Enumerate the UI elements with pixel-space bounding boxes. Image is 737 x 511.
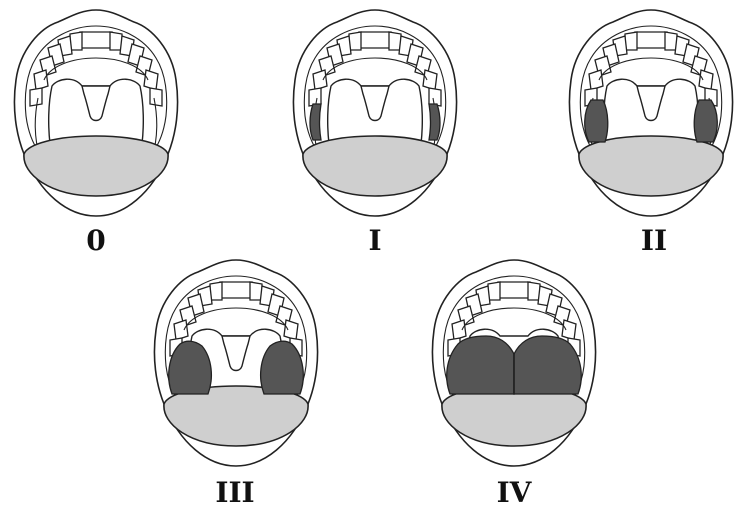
grade-label-4: IV bbox=[474, 478, 554, 508]
mouth-grade-1 bbox=[289, 8, 461, 220]
grade-label-3: III bbox=[195, 478, 275, 508]
grade-label-1: I bbox=[335, 226, 415, 256]
grade-label-2: II bbox=[614, 226, 694, 256]
tonsil-left bbox=[585, 100, 608, 142]
mouth-grade-3 bbox=[150, 258, 322, 470]
tonsil-right bbox=[429, 104, 440, 140]
tonsil-left bbox=[169, 341, 212, 394]
tonsil-left bbox=[447, 336, 514, 394]
mouth-grade-0 bbox=[10, 8, 182, 220]
mouth-grade-4 bbox=[428, 258, 600, 470]
grade-label-0: 0 bbox=[56, 226, 136, 256]
tonsil-left bbox=[310, 104, 321, 140]
tonsil-right bbox=[514, 336, 581, 394]
mouth-grade-2 bbox=[565, 8, 737, 220]
tonsil-right bbox=[261, 341, 304, 394]
tonsil-right bbox=[694, 100, 717, 142]
